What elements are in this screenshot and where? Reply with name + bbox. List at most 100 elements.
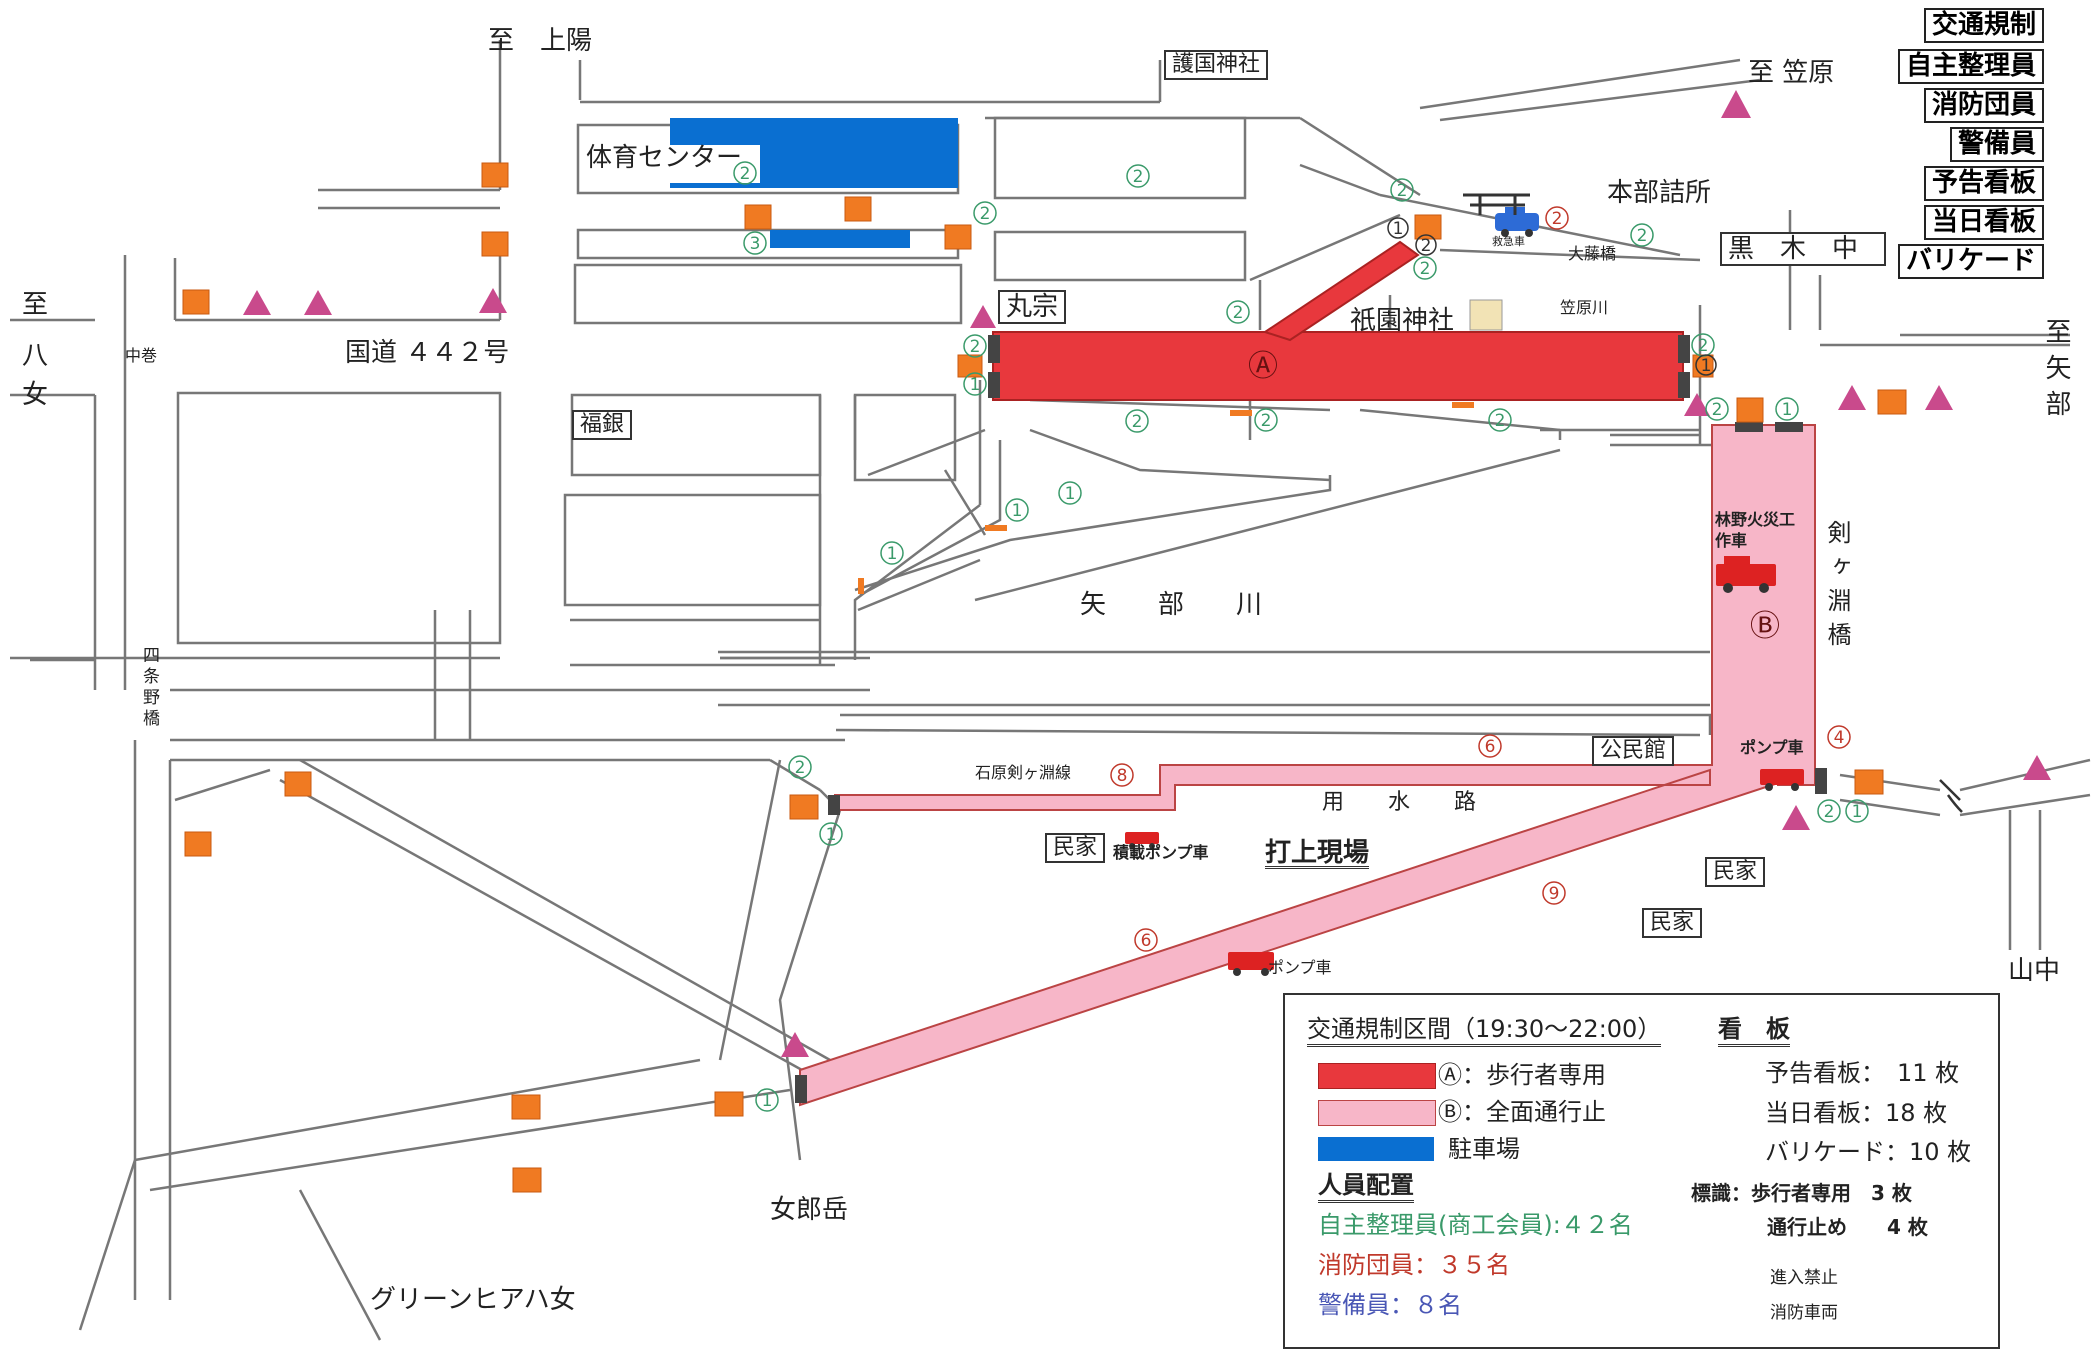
svg-text:2: 2: [1420, 259, 1431, 279]
legend-parking: 駐車場: [1448, 1135, 1520, 1163]
zone-a-label: Ⓐ: [1248, 349, 1278, 384]
place-pump-top: ポンプ車: [1740, 738, 1804, 757]
svg-text:2: 2: [1233, 303, 1244, 323]
svg-text:2: 2: [1133, 167, 1144, 187]
svg-text:2: 2: [1637, 226, 1648, 246]
svg-text:2: 2: [1495, 411, 1506, 431]
legend-sign-4: 標識：歩行者専用 3 枚: [1691, 1181, 1912, 1205]
legend-sign-5: 通行止め 4 枚: [1767, 1215, 1928, 1239]
key-traffic: 交通規制: [1923, 8, 2044, 44]
parking-areas: [590, 118, 958, 248]
legend-title: 交通規制区間（19:30～22:00）: [1307, 1017, 1662, 1047]
svg-text:1: 1: [1012, 501, 1023, 521]
place-ishihara: 石原剣ヶ淵線: [975, 763, 1072, 782]
place-minka-1: 民家: [1045, 833, 1106, 863]
svg-text:2: 2: [1552, 209, 1563, 229]
svg-text:2: 2: [740, 164, 751, 184]
legend-sign-title: 看 板: [1718, 1017, 1790, 1047]
place-kasaharagawa: 笠原川: [1560, 298, 1609, 317]
place-minka-2: 民家: [1705, 857, 1766, 887]
no-entry-markers: [858, 402, 1474, 594]
svg-text:2: 2: [1421, 236, 1432, 256]
place-kuroki: 黒 木 中: [1720, 232, 1886, 266]
legend-swatch-b: [1318, 1100, 1436, 1126]
direction-yame-2: 八: [22, 341, 49, 371]
key-fire-brigade: 消防団員: [1923, 88, 2044, 124]
direction-yame-1: 至: [22, 290, 49, 320]
direction-joroudake: 女郎岳: [770, 1195, 849, 1225]
place-honbu: 本部詰所: [1607, 178, 1712, 208]
place-kominkan: 公民館: [1592, 736, 1675, 766]
legend-staff-3: 警備員：８名: [1318, 1291, 1462, 1319]
legend-b: Ⓑ：全面通行止: [1438, 1098, 1606, 1126]
svg-text:1: 1: [970, 375, 981, 395]
place-kyukyu: 救急車: [1492, 235, 1525, 248]
svg-text:9: 9: [1549, 884, 1560, 904]
svg-text:2: 2: [970, 337, 981, 357]
legend-sign-6: 進入禁止: [1770, 1268, 1838, 1288]
place-nakashima: 中巻: [125, 346, 158, 365]
forestry-fire-truck-icon: [1716, 556, 1776, 593]
direction-kasahara: 至 笠原: [1748, 58, 1835, 88]
svg-text:2: 2: [1824, 802, 1835, 822]
direction-green: グリーンヒアハ女: [370, 1285, 576, 1315]
fire-vehicles: [1125, 193, 1804, 976]
place-pump-bottom: ポンプ車: [1268, 958, 1332, 977]
road-network: [10, 40, 2091, 1341]
ambulance-icon: [1495, 207, 1539, 237]
torii-icon: [1463, 193, 1530, 215]
gion-shrine-marker: [1469, 299, 1503, 331]
svg-text:1: 1: [1393, 219, 1404, 239]
place-fukugin: 福銀: [572, 410, 633, 440]
place-route: 国道 ４４２号: [345, 338, 510, 368]
legend-sign-3: バリケード：10 枚: [1765, 1138, 1972, 1166]
legend-a: Ⓐ：歩行者専用: [1438, 1061, 1606, 1089]
warning-triangles: [243, 90, 2051, 1057]
legend-staff-2: 消防団員：３５名: [1318, 1251, 1510, 1279]
svg-text:1: 1: [1782, 400, 1793, 420]
svg-text:1: 1: [762, 1091, 773, 1111]
place-minka-3: 民家: [1642, 908, 1703, 938]
svg-text:2: 2: [1698, 336, 1709, 356]
zone-a-pedestrian-only: [992, 240, 1684, 401]
svg-text:3: 3: [750, 234, 761, 254]
place-marusou: 丸宗: [998, 290, 1067, 324]
legend-sign-2: 当日看板：18 枚: [1765, 1099, 1948, 1127]
svg-text:6: 6: [1141, 931, 1152, 951]
key-guards: 警備員: [1949, 127, 2044, 163]
svg-text:2: 2: [980, 204, 991, 224]
place-yousui: 用 水 路: [1322, 790, 1477, 815]
place-tsumi: 積載ポンプ車: [1113, 843, 1209, 862]
svg-text:1: 1: [887, 544, 898, 564]
svg-text:2: 2: [1712, 400, 1723, 420]
direction-yamanaka: 山中: [2008, 956, 2061, 986]
legend-box: 交通規制区間（19:30～22:00） Ⓐ：歩行者専用 Ⓑ：全面通行止 駐車場 …: [1283, 993, 2000, 1349]
barricades: [795, 335, 1827, 1103]
svg-text:2: 2: [1261, 411, 1272, 431]
loaded-pump-truck-icon: [1125, 832, 1159, 849]
svg-text:1: 1: [1852, 802, 1863, 822]
day-signs: [182, 162, 1907, 1193]
parking-lot-3: [770, 230, 910, 248]
direction-kamiyo: 至 上陽: [488, 26, 593, 56]
svg-text:2: 2: [795, 758, 806, 778]
place-shijono: 四条野橋: [139, 646, 159, 730]
place-yabegawa: 矢 部 川: [1080, 590, 1263, 620]
place-kengafuchi: 剣ヶ淵橋: [1823, 520, 1851, 656]
legend-swatch-parking: [1318, 1137, 1434, 1161]
key-notice-sign: 予告看板: [1923, 166, 2044, 202]
svg-text:1: 1: [1065, 484, 1076, 504]
place-uchiage: 打上現場: [1265, 838, 1370, 869]
legend-staff-title: 人員配置: [1318, 1173, 1414, 1203]
legend-sign-7: 消防車両: [1770, 1303, 1838, 1323]
pump-truck-icon: [1760, 769, 1804, 791]
key-self: 自主整理員: [1897, 49, 2044, 85]
legend-sign-1: 予告看板： 11 枚: [1765, 1059, 1960, 1087]
place-otaki: 大藤橋: [1568, 244, 1617, 263]
place-gion: 祇園神社: [1350, 306, 1455, 336]
svg-text:8: 8: [1117, 766, 1128, 786]
svg-text:2: 2: [1132, 412, 1143, 432]
place-gokoku: 護国神社: [1164, 50, 1269, 80]
zone-b-label: Ⓑ: [1750, 609, 1780, 644]
